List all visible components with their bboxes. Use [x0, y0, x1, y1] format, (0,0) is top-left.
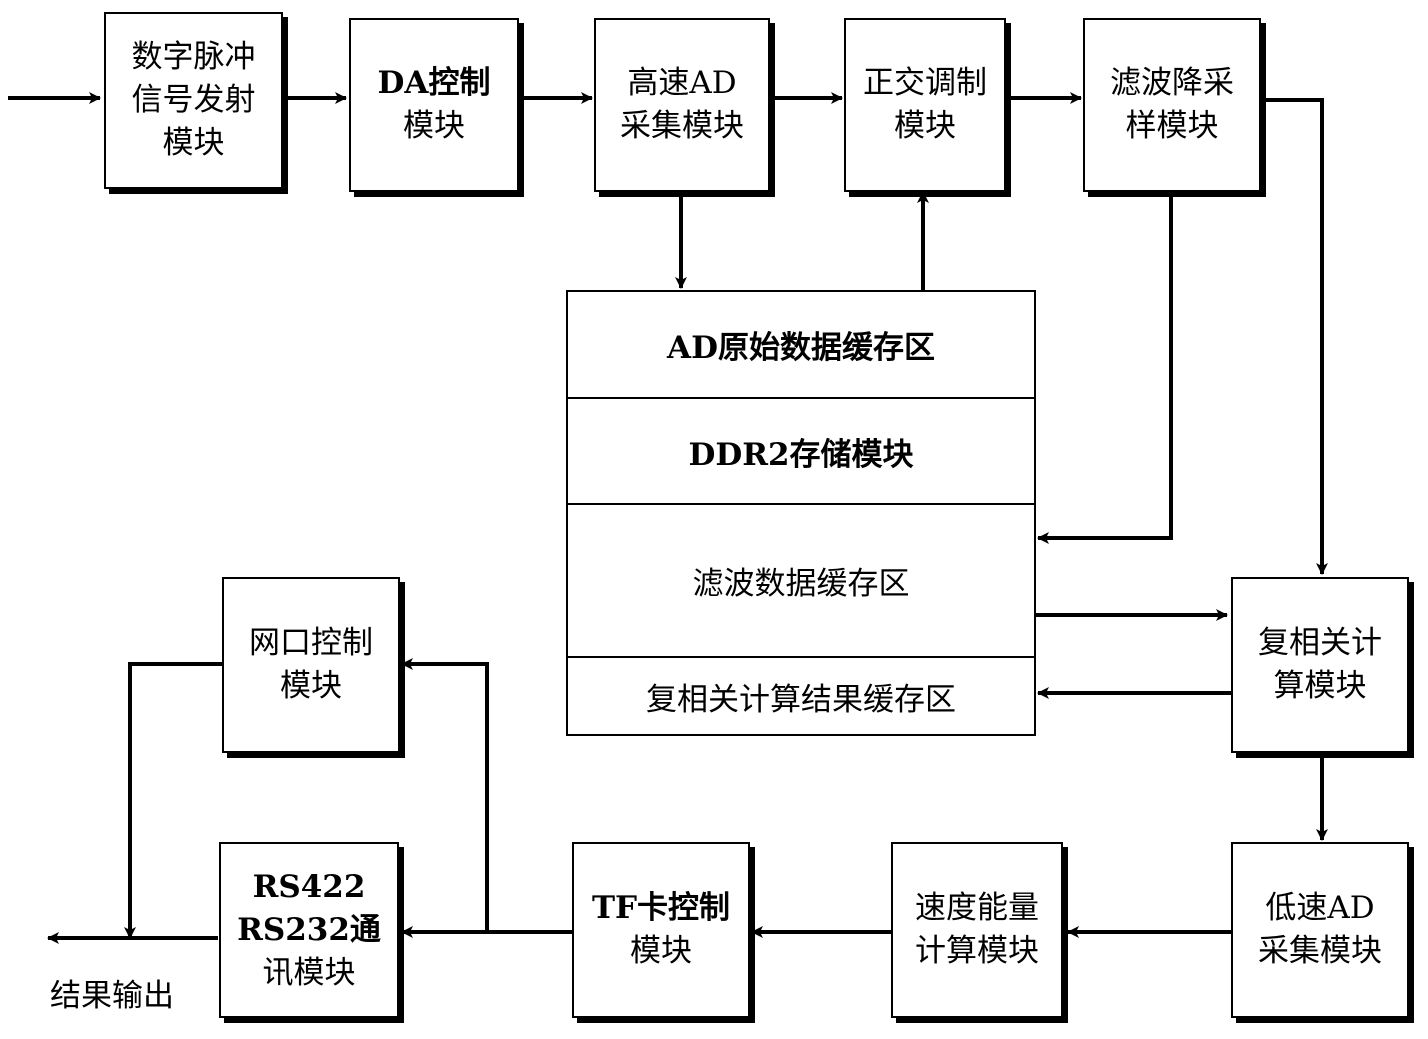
- da-control-module: DA控制模块: [349, 18, 519, 192]
- arrow-tf-to-net: [402, 664, 487, 932]
- pulse-transmit-module: 数字脉冲信号发射模块: [104, 12, 283, 189]
- result-output-label: 结果输出: [50, 970, 174, 1015]
- rs-communication-module: RS422RS232通讯模块: [219, 842, 399, 1018]
- filtered-data-buffer: 滤波数据缓存区: [568, 503, 1034, 656]
- ad-raw-data-buffer: AD原始数据缓存区: [568, 292, 1034, 397]
- quadrature-modulation-module: 正交调制模块: [844, 18, 1006, 192]
- high-speed-ad-module: 高速AD采集模块: [594, 18, 770, 192]
- arrow-net-to-output: [130, 664, 222, 938]
- filter-downsample-module: 滤波降采样模块: [1083, 18, 1261, 192]
- arrow-filter-to-corr: [1261, 100, 1322, 574]
- correlation-result-buffer: 复相关计算结果缓存区: [568, 656, 1034, 734]
- arrow-filter-to-memory: [1038, 194, 1171, 538]
- ddr2-storage-module: DDR2存储模块: [568, 397, 1034, 503]
- memory-block: AD原始数据缓存区 DDR2存储模块 滤波数据缓存区 复相关计算结果缓存区: [566, 290, 1036, 736]
- tf-card-control-module: TF卡控制模块: [572, 842, 750, 1018]
- speed-energy-module: 速度能量计算模块: [891, 842, 1063, 1018]
- complex-correlation-module: 复相关计算模块: [1231, 577, 1409, 753]
- network-control-module: 网口控制模块: [222, 577, 400, 753]
- low-speed-ad-module: 低速AD采集模块: [1231, 842, 1409, 1018]
